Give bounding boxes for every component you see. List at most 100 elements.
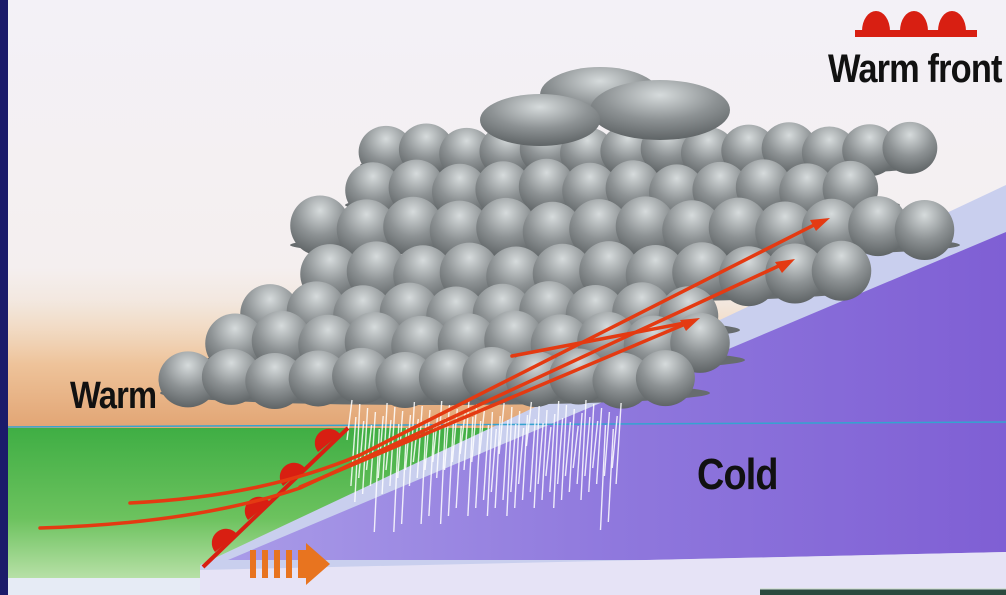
rain-streak: [432, 413, 439, 463]
cloud-puff: [882, 121, 938, 174]
rain-streak: [510, 423, 517, 493]
rain-streak: [541, 409, 548, 501]
rain-streak: [588, 403, 595, 493]
rain-streak: [584, 416, 591, 477]
front-movement-arrow: [250, 543, 330, 585]
cloud-puff: [418, 349, 478, 406]
rain-streak: [576, 412, 583, 485]
cloud-puff: [894, 200, 955, 260]
rain-streak: [595, 407, 603, 485]
rain-streak: [506, 406, 513, 517]
rain-streak: [564, 421, 572, 477]
cloud-puff: [708, 197, 769, 258]
rain-streak: [490, 428, 497, 493]
rain-streak: [498, 402, 505, 455]
cloud-puff: [332, 347, 392, 404]
rain-streak: [467, 416, 474, 517]
rain-streak: [494, 415, 501, 509]
cloud-puff: [201, 348, 261, 405]
rain-streak: [517, 427, 525, 485]
corner-panel-edge: [760, 588, 1006, 590]
rain-streak: [475, 420, 482, 509]
rain-streak: [568, 408, 575, 493]
rain-streak: [350, 416, 357, 487]
rain-streak: [478, 407, 486, 455]
airflow-arrow-4: [510, 320, 692, 358]
rain-streak: [482, 424, 490, 501]
rain-streak: [358, 420, 365, 479]
rain-streak: [545, 426, 552, 477]
cloud-puff: [288, 350, 348, 407]
horizon-line: [7, 421, 1006, 428]
rain-streak: [365, 424, 373, 471]
legend-warm-front-label: Warm front: [828, 47, 1002, 91]
cloud-puff: [476, 197, 536, 258]
rain-streak: [420, 422, 427, 525]
cloud-puff: [383, 196, 443, 257]
rain-streak: [439, 417, 447, 525]
cloud-puff: [158, 351, 218, 408]
corner-panel: [760, 588, 1006, 595]
cloud-puff: [462, 346, 522, 403]
rain-streak: [611, 415, 618, 469]
rain-streak: [486, 411, 494, 517]
cloud-puff: [848, 196, 908, 257]
cloud-puff: [592, 352, 652, 409]
rain-streak: [592, 420, 599, 469]
cloud-puff: [718, 246, 779, 307]
airflow-arrow-2: [38, 261, 787, 530]
cloud-puff: [635, 350, 695, 407]
cloud-puff: [290, 195, 350, 256]
rain-streak: [580, 399, 587, 501]
warm-air-flow-arrows: [38, 220, 822, 530]
rain-streak: [514, 410, 521, 509]
rain-streak: [443, 404, 451, 471]
rain-streak: [416, 405, 423, 479]
rain-streak: [521, 414, 529, 501]
cloud-puff: [245, 352, 305, 409]
rain-streak: [502, 419, 509, 501]
rain-streak: [447, 421, 455, 517]
rain-streak: [556, 417, 564, 485]
rain-streaks: [346, 399, 622, 533]
rain-streak: [572, 425, 579, 469]
rain-streak: [599, 424, 607, 531]
cloud-puff: [615, 196, 676, 257]
warm-front-semicircles-icon: [855, 11, 977, 37]
rain-streak: [428, 426, 435, 517]
rain-streak: [354, 403, 361, 503]
rain-streak: [385, 419, 392, 471]
left-border: [0, 0, 8, 595]
rain-streak: [537, 422, 544, 485]
cold-air-foreground: [200, 552, 1006, 595]
airflow-arrowheads: [680, 218, 830, 331]
rain-streak: [346, 399, 353, 441]
cloud-puff: [590, 80, 730, 140]
cloud-puff: [765, 243, 825, 304]
rain-streak: [451, 408, 458, 463]
rain-streak: [525, 401, 533, 447]
cloud-puff: [761, 122, 817, 175]
rain-streak: [607, 428, 614, 523]
rain-streak: [560, 404, 568, 501]
warm-air-label: Warm: [70, 375, 157, 417]
rain-streak: [455, 425, 462, 509]
airflow-arrow-3: [298, 320, 692, 489]
rain-streak: [603, 411, 611, 477]
rain-streak: [615, 402, 622, 485]
cold-air-label: Cold: [697, 450, 778, 499]
rain-streak: [459, 412, 466, 455]
rain-streak: [529, 418, 536, 493]
cloud-puff: [480, 94, 600, 146]
rain-streak: [408, 401, 416, 487]
rain-streak: [549, 413, 556, 493]
cloud-puff: [518, 158, 575, 215]
rain-streak: [377, 415, 384, 479]
rain-streak: [553, 400, 560, 509]
cloud-puff: [375, 352, 435, 408]
airflow-arrow-1: [128, 220, 822, 505]
cloud-mass: [158, 67, 960, 409]
cloud-puff: [811, 240, 872, 301]
